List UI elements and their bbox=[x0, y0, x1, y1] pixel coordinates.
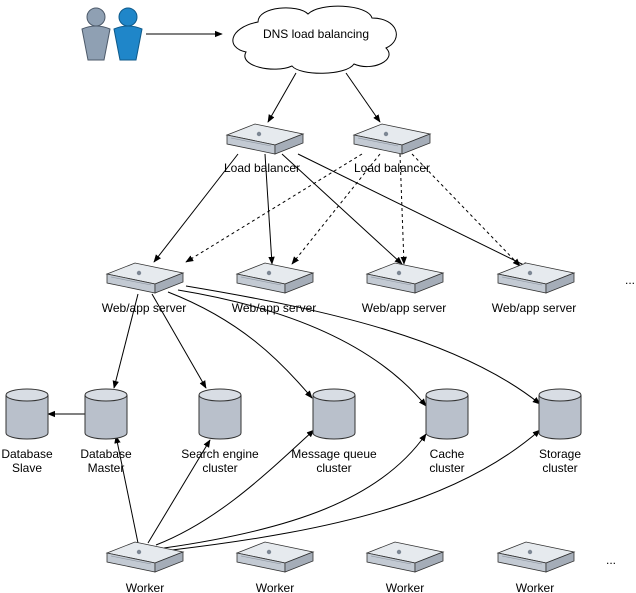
message-queue-cluster: Message queue cluster bbox=[291, 388, 377, 475]
server-icon bbox=[366, 541, 444, 573]
database-slave: Database Slave bbox=[1, 388, 53, 475]
database-master: Database Master bbox=[80, 388, 132, 475]
worker-label: Worker bbox=[516, 581, 554, 593]
load-balancer-label: Load balancer bbox=[354, 161, 430, 175]
store-label-line2: cluster bbox=[542, 461, 577, 475]
storage-cluster: Storage cluster bbox=[538, 388, 582, 475]
store-label-line2: Slave bbox=[12, 461, 42, 475]
store-label-line1: Cache bbox=[430, 447, 465, 461]
store-label-line2: cluster bbox=[316, 461, 351, 475]
users-icon bbox=[81, 7, 143, 61]
web-more-ellipsis: ... bbox=[625, 273, 635, 287]
cache-cluster: Cache cluster bbox=[425, 388, 469, 475]
web-server-2: Web/app server bbox=[232, 262, 317, 315]
search-engine-cluster: Search engine cluster bbox=[181, 388, 259, 475]
worker-2: Worker bbox=[236, 541, 314, 593]
server-icon bbox=[353, 123, 431, 155]
store-label-line1: Search engine bbox=[181, 447, 259, 461]
store-label-line2: cluster bbox=[202, 461, 237, 475]
dns-cloud: DNS load balancing bbox=[232, 5, 397, 74]
database-icon bbox=[84, 388, 128, 440]
database-icon bbox=[312, 388, 356, 440]
store-label-line1: Database bbox=[1, 447, 53, 461]
dns-label: DNS load balancing bbox=[263, 27, 369, 41]
connections bbox=[47, 30, 541, 551]
server-icon bbox=[497, 262, 575, 294]
web-server-4: Web/app server bbox=[492, 262, 577, 315]
store-label-line2: cluster bbox=[429, 461, 464, 475]
server-icon bbox=[366, 262, 444, 294]
worker-4: Worker bbox=[497, 541, 575, 593]
worker-1: Worker bbox=[106, 541, 184, 593]
database-icon bbox=[425, 388, 469, 440]
store-label-line2: Master bbox=[88, 461, 125, 475]
load-balancer-1: Load balancer bbox=[224, 123, 304, 175]
database-icon bbox=[5, 388, 49, 440]
server-icon bbox=[497, 541, 575, 573]
server-icon bbox=[226, 123, 304, 155]
server-icon bbox=[236, 262, 314, 294]
load-balancer-label: Load balancer bbox=[224, 161, 300, 175]
worker-more-ellipsis: ... bbox=[606, 553, 616, 567]
store-label-line1: Database bbox=[80, 447, 132, 461]
server-icon bbox=[106, 262, 184, 294]
worker-label: Worker bbox=[126, 581, 164, 593]
web-server-label: Web/app server bbox=[362, 301, 447, 315]
worker-label: Worker bbox=[256, 581, 294, 593]
store-label-line1: Storage bbox=[539, 447, 581, 461]
web-server-3: Web/app server bbox=[362, 262, 447, 315]
worker-label: Worker bbox=[386, 581, 424, 593]
store-label-line1: Message queue bbox=[291, 447, 377, 461]
server-icon bbox=[236, 541, 314, 573]
database-icon bbox=[538, 388, 582, 440]
database-icon bbox=[198, 388, 242, 440]
web-server-1: Web/app server bbox=[102, 262, 187, 315]
worker-3: Worker bbox=[366, 541, 444, 593]
load-balancer-2: Load balancer bbox=[353, 123, 431, 175]
web-server-label: Web/app server bbox=[232, 301, 317, 315]
web-server-label: Web/app server bbox=[492, 301, 577, 315]
web-server-label: Web/app server bbox=[102, 301, 187, 315]
